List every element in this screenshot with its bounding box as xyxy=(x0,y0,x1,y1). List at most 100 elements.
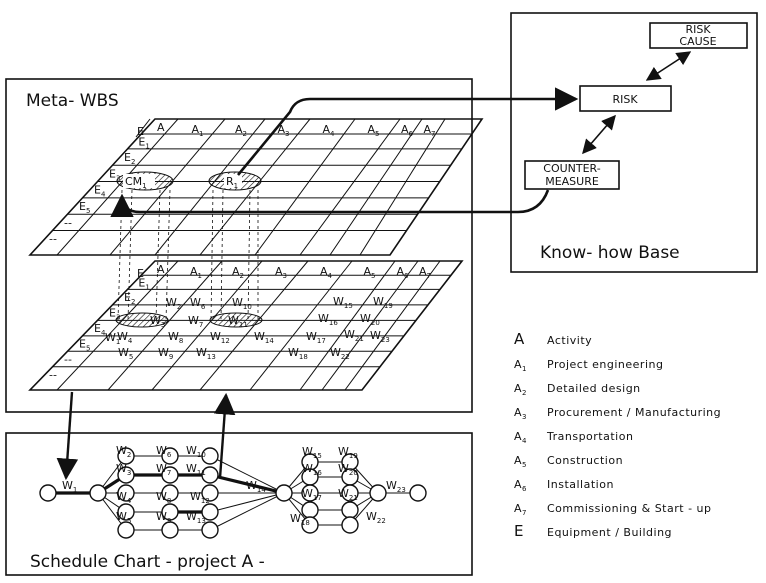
legend-symbol-a: A xyxy=(514,330,525,348)
corner-e-label: E xyxy=(137,267,144,280)
countermeasure-line2: MEASURE xyxy=(545,175,599,188)
grid-w11: W11 xyxy=(228,314,248,329)
row-blank-5: -- xyxy=(64,353,72,366)
network-node xyxy=(89,484,107,502)
schedule-w17: W17 xyxy=(302,487,322,502)
network-edge xyxy=(209,492,285,531)
column-a7: A7 xyxy=(424,123,436,138)
risk-box xyxy=(579,85,672,112)
knowhow-base-title: Know- how Base xyxy=(540,243,680,263)
network-node xyxy=(369,484,387,502)
schedule-network: W1W2W3W4W5W6W7W8W9W10W11W12W13W14W15W16W… xyxy=(39,444,427,539)
meta-wbs-frame xyxy=(5,78,473,413)
legend-symbol-a5: A5 xyxy=(514,454,527,469)
grid-w15: W15 xyxy=(333,295,353,310)
row-e2: E2 xyxy=(124,151,135,166)
schedule-w11: W11 xyxy=(186,462,206,477)
legend-text: Activity xyxy=(547,334,592,347)
schedule-w10: W10 xyxy=(186,444,206,459)
column-a2: A2 xyxy=(232,265,244,280)
schedule-chart-title: Schedule Chart - project A - xyxy=(30,552,265,572)
network-node xyxy=(117,503,135,521)
grid-w16: W16 xyxy=(318,312,338,327)
grid-w19: W19 xyxy=(373,295,393,310)
network-node xyxy=(161,484,179,502)
network-node xyxy=(341,484,359,502)
column-a7: A7 xyxy=(419,265,431,280)
schedule-w21: W21 xyxy=(338,487,358,502)
schedule-w22: W22 xyxy=(366,510,386,525)
column-a1: A1 xyxy=(192,123,204,138)
network-node xyxy=(301,501,319,519)
schedule-w9: W9 xyxy=(156,510,171,525)
grid-w14: W14 xyxy=(254,330,274,345)
row-e5: E5 xyxy=(79,338,90,353)
w12-up-arrow xyxy=(213,392,236,479)
network-node xyxy=(117,466,135,484)
row-blank-6: -- xyxy=(49,369,57,382)
risk-cause-line1: RISK xyxy=(685,23,711,36)
meta-wbs-grid: CM1 R1 xyxy=(28,118,484,256)
legend-symbol-e: E xyxy=(514,522,523,540)
grid-w1: W1 xyxy=(105,331,120,346)
row-e2: E2 xyxy=(124,291,135,306)
legend-symbol-a7: A7 xyxy=(514,502,527,517)
row-blank-5: -- xyxy=(64,216,72,229)
meta-wbs-title: Meta- WBS xyxy=(26,91,119,111)
countermeasure-line1: COUNTER- xyxy=(543,162,600,175)
project-wbs-grid xyxy=(28,260,464,391)
schedule-w2: W2 xyxy=(116,444,131,459)
row-blank-6: -- xyxy=(49,233,57,246)
schedule-w7: W7 xyxy=(156,462,171,477)
r1-to-risk-arrow xyxy=(236,87,579,176)
network-node xyxy=(117,447,135,465)
legend-text: Detailed design xyxy=(547,382,641,395)
legend-text: Construction xyxy=(547,454,623,467)
network-node xyxy=(201,447,219,465)
grid-w9: W9 xyxy=(158,346,173,361)
grid-w18: W18 xyxy=(288,346,308,361)
legend-text: Commissioning & Start - up xyxy=(547,502,712,515)
grid-w22: W22 xyxy=(330,346,350,361)
corner-a-label: A xyxy=(157,121,165,134)
countermeasure-to-cm1-arrow xyxy=(110,189,550,218)
schedule-w20: W20 xyxy=(338,462,358,477)
network-node xyxy=(161,503,179,521)
network-node xyxy=(161,521,179,539)
row-e5: E5 xyxy=(79,200,90,215)
schedule-w14: W14 xyxy=(246,479,266,494)
network-edge xyxy=(209,492,285,513)
corner-a-label: A xyxy=(157,263,165,276)
cm-label: CM1 xyxy=(125,175,147,190)
grid-w8: W8 xyxy=(168,330,183,345)
schedule-w18: W18 xyxy=(290,512,310,527)
legend-symbol-a6: A6 xyxy=(514,478,527,493)
legend-text: Transportation xyxy=(546,430,633,443)
legend-text: Project engineering xyxy=(547,358,663,371)
network-node xyxy=(341,501,359,519)
grid-w23: W23 xyxy=(370,329,390,344)
schedule-w16: W16 xyxy=(302,462,322,477)
network-node xyxy=(341,516,359,534)
network-node xyxy=(201,466,219,484)
column-a4: A4 xyxy=(323,123,336,138)
column-a3: A3 xyxy=(275,265,287,280)
grid-w6: W6 xyxy=(190,296,206,311)
schedule-w15: W15 xyxy=(302,445,322,460)
grid-w2: W2 xyxy=(166,296,181,311)
r-label: R1 xyxy=(226,175,238,190)
projection-lines xyxy=(117,189,259,321)
column-a5: A5 xyxy=(364,265,376,280)
row-e1: E1 xyxy=(138,135,149,150)
network-node xyxy=(117,484,135,502)
column-a6: A6 xyxy=(401,123,414,138)
row-e4: E4 xyxy=(94,184,106,199)
network-node xyxy=(39,484,57,502)
schedule-w19: W19 xyxy=(338,445,358,460)
legend-symbol-a4: A4 xyxy=(514,430,527,445)
